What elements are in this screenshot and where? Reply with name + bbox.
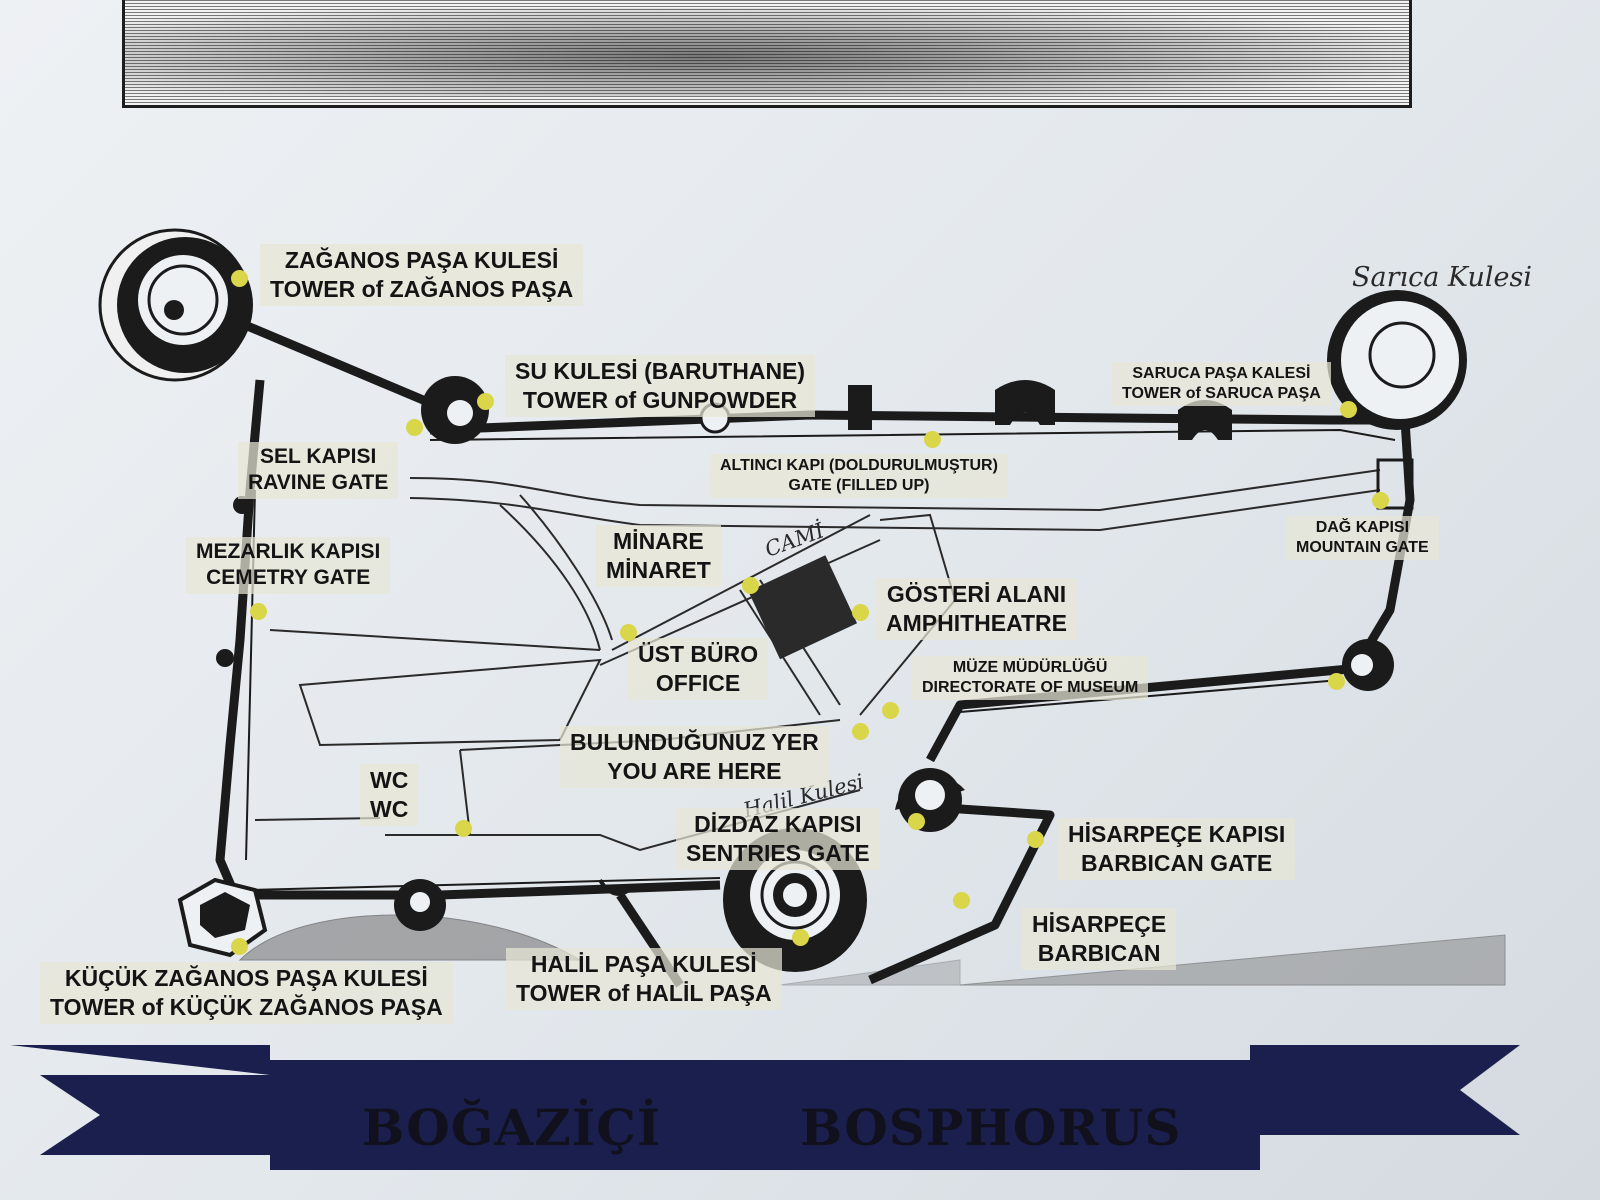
- tower-su: [421, 376, 489, 444]
- label-sel-kapisi: SEL KAPISI RAVINE GATE: [238, 442, 399, 499]
- label-bulundugunuz-en: YOU ARE HERE: [607, 757, 782, 784]
- label-halil-tr: HALİL PAŞA KULESİ: [530, 951, 757, 977]
- label-dizdaz-en: SENTRIES GATE: [686, 839, 870, 866]
- label-dizdaz-kapisi: DİZDAZ KAPISI SENTRIES GATE: [676, 808, 880, 870]
- label-su-en: TOWER of GUNPOWDER: [522, 386, 798, 413]
- label-wc-tr: WC: [370, 767, 409, 793]
- engraving-panel: [122, 0, 1412, 108]
- location-marker-icon: [231, 938, 248, 955]
- label-ust-buro: ÜST BÜRO OFFICE: [628, 638, 769, 700]
- label-sel-en: RAVINE GATE: [248, 471, 389, 495]
- tower-zaganos: [98, 228, 253, 382]
- location-marker-icon: [852, 604, 869, 621]
- label-ust-en: OFFICE: [655, 669, 741, 696]
- label-halil-en: TOWER of HALİL PAŞA: [516, 979, 772, 1006]
- location-marker-icon: [455, 820, 472, 837]
- label-kucuk-zaganos: KÜÇÜK ZAĞANOS PAŞA KULESİ TOWER of KÜÇÜK…: [40, 962, 453, 1024]
- label-zaganos-tr: ZAĞANOS PAŞA KULESİ: [284, 247, 559, 273]
- location-marker-icon: [1328, 673, 1345, 690]
- label-hisarpece-en: BARBICAN: [1037, 939, 1161, 966]
- label-su-kulesi: SU KULESİ (BARUTHANE) TOWER of GUNPOWDER: [505, 355, 816, 417]
- label-halil-pasa: HALİL PAŞA KULESİ TOWER of HALİL PAŞA: [506, 948, 782, 1010]
- label-muze-en: DIRECTORATE OF MUSEUM: [922, 679, 1139, 696]
- label-hisarpece-tr: HİSARPEÇE: [1032, 911, 1167, 937]
- label-dizdaz-tr: DİZDAZ KAPISI: [694, 811, 862, 837]
- label-zaganos: ZAĞANOS PAŞA KULESİ TOWER of ZAĞANOS PAŞ…: [260, 244, 584, 306]
- label-saruca: SARUCA PAŞA KALESİ TOWER of SARUCA PAŞA: [1112, 362, 1331, 406]
- label-wc: WC WC: [360, 764, 419, 826]
- label-dag-kapisi: DAĞ KAPISI MOUNTAIN GATE: [1286, 516, 1439, 560]
- label-gosteri-alani: GÖSTERİ ALANI AMPHITHEATRE: [876, 578, 1078, 640]
- location-marker-icon: [852, 723, 869, 740]
- label-hisarpece-kapi-en: BARBICAN GATE: [1081, 849, 1273, 876]
- ribbon-text-bogazici: BOĞAZİÇİ: [362, 1098, 662, 1157]
- location-marker-icon: [406, 419, 423, 436]
- label-su-tr: SU KULESİ (BARUTHANE): [515, 358, 806, 384]
- label-mezarlik-en: CEMETRY GATE: [206, 566, 371, 590]
- location-marker-icon: [620, 624, 637, 641]
- location-marker-icon: [1340, 401, 1357, 418]
- tower-saruca: [1327, 290, 1467, 430]
- location-marker-icon: [1372, 492, 1389, 509]
- label-mezarlik-tr: MEZARLIK KAPISI: [196, 540, 381, 563]
- label-altinci-en: GATE (FILLED UP): [788, 477, 930, 494]
- label-altinci-tr: ALTINCI KAPI (DOLDURULMUŞTUR): [720, 457, 998, 474]
- label-sel-tr: SEL KAPISI: [260, 445, 377, 468]
- label-zaganos-en: TOWER of ZAĞANOS PAŞA: [270, 275, 574, 302]
- location-marker-icon: [882, 702, 899, 719]
- mosque-block: [748, 555, 858, 660]
- tower-dizdaz: [895, 768, 965, 832]
- label-dag-tr: DAĞ KAPISI: [1315, 519, 1410, 536]
- location-marker-icon: [231, 270, 248, 287]
- label-wc-en: WC: [370, 795, 409, 822]
- bosphorus-ribbon: [10, 1045, 1520, 1170]
- label-kucuk-en: TOWER of KÜÇÜK ZAĞANOS PAŞA: [50, 993, 443, 1020]
- label-ust-tr: ÜST BÜRO: [638, 641, 759, 667]
- handwritten-sarica: Sarıca Kulesi: [1352, 262, 1533, 293]
- label-you-are-here: BULUNDUĞUNUZ YER YOU ARE HERE: [560, 726, 829, 788]
- label-minare-tr: MİNARE: [613, 528, 704, 554]
- label-muze-mudurlugu: MÜZE MÜDÜRLÜĞÜ DIRECTORATE OF MUSEUM: [912, 656, 1149, 700]
- label-dag-en: MOUNTAIN GATE: [1296, 539, 1429, 556]
- label-gosteri-en: AMPHITHEATRE: [886, 609, 1068, 636]
- tower-small-right: [1342, 639, 1394, 691]
- label-hisarpece-kapi-tr: HİSARPEÇE KAPISI: [1068, 821, 1286, 847]
- label-bulundugunuz-tr: BULUNDUĞUNUZ YER: [570, 729, 819, 755]
- ribbon-text-bosphorus: BOSPHORUS: [800, 1098, 1182, 1157]
- label-gosteri-tr: GÖSTERİ ALANI: [886, 581, 1067, 607]
- location-marker-icon: [250, 603, 267, 620]
- label-muze-tr: MÜZE MÜDÜRLÜĞÜ: [952, 659, 1108, 676]
- label-saruca-tr: SARUCA PAŞA KALESİ: [1132, 365, 1311, 382]
- label-hisarpece-kapisi: HİSARPEÇE KAPISI BARBICAN GATE: [1058, 818, 1296, 880]
- label-kucuk-tr: KÜÇÜK ZAĞANOS PAŞA KULESİ: [64, 965, 428, 991]
- label-hisarpece: HİSARPEÇE BARBICAN: [1022, 908, 1177, 970]
- label-mezarlik-kapisi: MEZARLIK KAPISI CEMETRY GATE: [186, 537, 391, 594]
- location-marker-icon: [477, 393, 494, 410]
- label-minare: MİNARE MİNARET: [596, 525, 721, 587]
- location-marker-icon: [953, 892, 970, 909]
- tower-kucuk-zaganos: [177, 877, 268, 958]
- location-marker-icon: [792, 929, 809, 946]
- location-marker-icon: [924, 431, 941, 448]
- location-marker-icon: [742, 577, 759, 594]
- location-marker-icon: [1027, 831, 1044, 848]
- label-saruca-en: TOWER of SARUCA PAŞA: [1122, 385, 1321, 402]
- location-marker-icon: [908, 813, 925, 830]
- label-minare-en: MİNARET: [606, 556, 711, 583]
- sea-hatching: [238, 914, 1506, 986]
- tower-mid-bottom: [394, 879, 446, 931]
- label-altinci-kapi: ALTINCI KAPI (DOLDURULMUŞTUR) GATE (FILL…: [710, 454, 1008, 498]
